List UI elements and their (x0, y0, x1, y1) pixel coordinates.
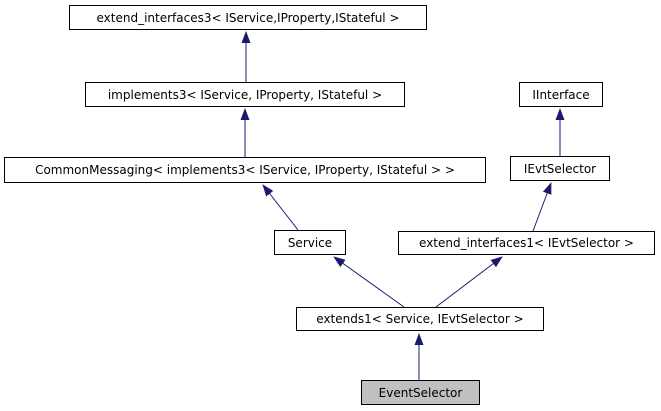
arrow-extends1-to-service (333, 256, 405, 308)
class-node-label: implements3< IService, IProperty, IState… (107, 87, 383, 102)
class-node-eventselector-focus: EventSelector (361, 380, 480, 405)
class-node-extends1[interactable]: extends1< Service, IEvtSelector > (296, 307, 544, 331)
class-node-iinterface[interactable]: IInterface (519, 82, 603, 107)
class-node-label: extends1< Service, IEvtSelector > (316, 312, 524, 326)
class-node-extend_interfaces3[interactable]: extend_interfaces3< IService,IProperty,I… (69, 5, 427, 30)
class-node-label: extend_interfaces3< IService,IProperty,I… (96, 10, 400, 25)
class-node-label: Service (287, 235, 333, 250)
class-node-service[interactable]: Service (274, 230, 346, 255)
arrow-extends1-to-extend_interfaces1 (435, 256, 503, 308)
class-node-commonmessaging[interactable]: CommonMessaging< implements3< IService, … (4, 157, 486, 183)
class-node-label: IInterface (532, 87, 590, 102)
class-node-label: IEvtSelector (523, 161, 597, 176)
arrow-service-to-commonmessaging (262, 184, 299, 231)
class-node-label: CommonMessaging< implements3< IService, … (35, 163, 455, 177)
class-node-implements3[interactable]: implements3< IService, IProperty, IState… (85, 82, 405, 107)
class-node-label: extend_interfaces1< IEvtSelector > (419, 236, 634, 250)
class-node-extend_interfaces1[interactable]: extend_interfaces1< IEvtSelector > (398, 231, 655, 255)
class-node-label: EventSelector (378, 385, 463, 400)
arrow-extend_interfaces1-to-ievtselector (532, 182, 552, 232)
class-node-ievtselector[interactable]: IEvtSelector (510, 156, 610, 181)
